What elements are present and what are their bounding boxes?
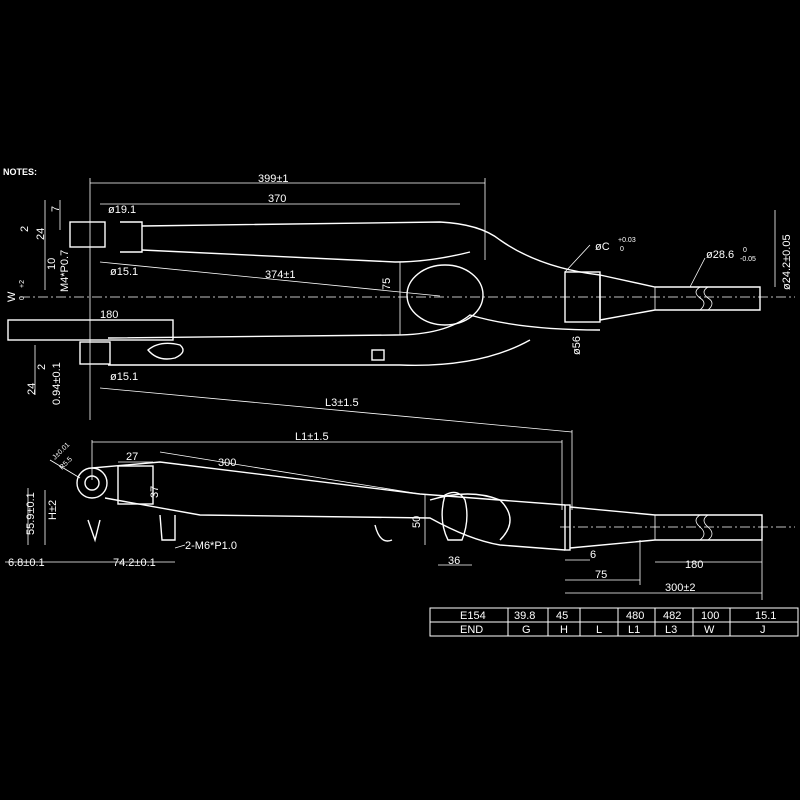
table-cell: END <box>460 624 483 636</box>
crown-bulge <box>441 491 468 541</box>
disc-mount <box>147 342 184 360</box>
side-crown-race <box>564 504 571 551</box>
dim-10: 10 <box>46 258 58 270</box>
dim-tip-dia-lower: ø15.1 <box>110 371 138 383</box>
break-line-side-2 <box>703 514 713 541</box>
table-cell: H <box>560 624 568 636</box>
brake-mount <box>117 465 154 505</box>
lower-blade-outer2 <box>108 339 531 366</box>
dim-r: R5.5 <box>58 456 73 471</box>
dim-line-374 <box>99 261 441 297</box>
dim-line-300 <box>159 451 421 495</box>
side-steerer <box>569 506 763 549</box>
dim-37: 37 <box>149 486 161 498</box>
dim-094: 0.94±0.1 <box>51 362 63 405</box>
side-crown-curve <box>429 493 511 541</box>
dim-2: 2 <box>19 226 31 232</box>
crown-oval <box>406 264 484 326</box>
dim-steerer-outer-tol-upper: 0 <box>743 247 747 254</box>
dim-180-side: 180 <box>685 559 703 571</box>
small-bracket <box>371 349 385 361</box>
dim-width-w-tol-upper: +2 <box>19 280 26 288</box>
table-cell: 100 <box>701 610 719 622</box>
dim-steerer-outer-tol-lower: -0.05 <box>740 256 756 263</box>
dim-tip-dia: ø15.1 <box>110 266 138 278</box>
dropout-axle <box>84 475 100 491</box>
axle-bar <box>7 319 174 341</box>
leader-286 <box>689 257 706 288</box>
dim-300-2: 300±2 <box>665 582 696 594</box>
dim-24: 24 <box>35 228 47 240</box>
dim-oc-tol-upper: +0.03 <box>618 237 636 244</box>
cable-guide <box>374 524 393 542</box>
dim-2-lower: 2 <box>36 364 48 370</box>
steerer-tube <box>599 274 761 321</box>
lower-dropout <box>79 341 111 365</box>
break-line-side-1 <box>695 514 705 541</box>
table-cell: L <box>596 624 602 636</box>
table-cell: G <box>522 624 531 636</box>
leader-j <box>49 459 81 479</box>
dim-oc-tol-lower: 0 <box>620 246 624 253</box>
dim-180-top: 180 <box>100 309 118 321</box>
dim-68: 6.8±0.1 <box>8 557 45 569</box>
dim-steerer-outer: ø28.6 <box>706 249 734 261</box>
upper-blade-inner <box>141 249 471 263</box>
dim-l3: L3±1.5 <box>325 397 359 409</box>
dim-line-l3 <box>99 387 573 433</box>
table-cell: W <box>704 624 715 636</box>
mount-tab-2 <box>159 514 176 541</box>
dim-width-w: W <box>6 291 18 302</box>
lower-blade-outer <box>107 314 601 339</box>
dim-steerer-dia: ø19.1 <box>108 204 136 216</box>
table-cell: 15.1 <box>755 610 776 622</box>
side-blade-bottom <box>104 497 566 551</box>
upper-dropout-tip <box>120 221 143 253</box>
dim-374: 374±1 <box>265 269 296 281</box>
upper-dropout <box>69 221 106 248</box>
top-view: 399±1 370 ø19.1 75 374±1 øC +0.03 0 ø56 <box>6 173 795 420</box>
break-line-top-1 <box>695 286 705 311</box>
dim-75: 75 <box>595 569 607 581</box>
upper-blade-outer <box>141 221 601 276</box>
dim-crown-gap: 75 <box>381 278 393 290</box>
dim-crown-width: ø56 <box>571 336 583 355</box>
dim-370: 370 <box>268 193 286 205</box>
mount-tab-1 <box>87 519 101 543</box>
table-cell: 45 <box>556 610 568 622</box>
table-cell: 482 <box>663 610 681 622</box>
leader-oc <box>564 244 591 273</box>
dim-steerer-right: ø24.2±0.05 <box>781 234 793 290</box>
dim-h: H±2 <box>47 500 59 520</box>
dim-36: 36 <box>448 555 460 567</box>
table-cell: 480 <box>626 610 644 622</box>
table-cell: L3 <box>665 624 677 636</box>
dim-6: 6 <box>590 549 596 561</box>
dim-thread-side: 2-M6*P1.0 <box>185 540 237 552</box>
dim-27: 27 <box>126 451 138 463</box>
table-cell: J <box>760 624 766 636</box>
side-blade-top <box>91 461 566 506</box>
crown-race <box>564 271 601 323</box>
dim-742: 74.2±0.1 <box>113 557 156 569</box>
dim-thread-top: M4*P0.7 <box>59 250 71 292</box>
spec-table: E154 39.8 45 480 482 100 15.1 END G H L … <box>429 607 799 637</box>
dim-399: 399±1 <box>258 173 289 185</box>
dim-50: 50 <box>411 516 423 528</box>
table-cell: L1 <box>628 624 640 636</box>
leader-thread <box>174 544 186 549</box>
table-cell: E154 <box>460 610 486 622</box>
break-line-top-2 <box>703 286 713 311</box>
dim-oc: øC <box>595 241 610 253</box>
dim-559: 55.9±0.1 <box>25 492 37 535</box>
table-cell: 39.8 <box>514 610 535 622</box>
dim-l1: L1±1.5 <box>295 431 329 443</box>
side-view: L3±1.5 L1±1.5 J±0.01 R5.5 27 37 300 55.9… <box>5 387 795 600</box>
notes-label: NOTES: <box>3 167 37 177</box>
dim-7: 7 <box>50 206 62 212</box>
dim-width-w-tol-lower: 0 <box>19 296 26 300</box>
dim-24-lower: 24 <box>26 383 38 395</box>
